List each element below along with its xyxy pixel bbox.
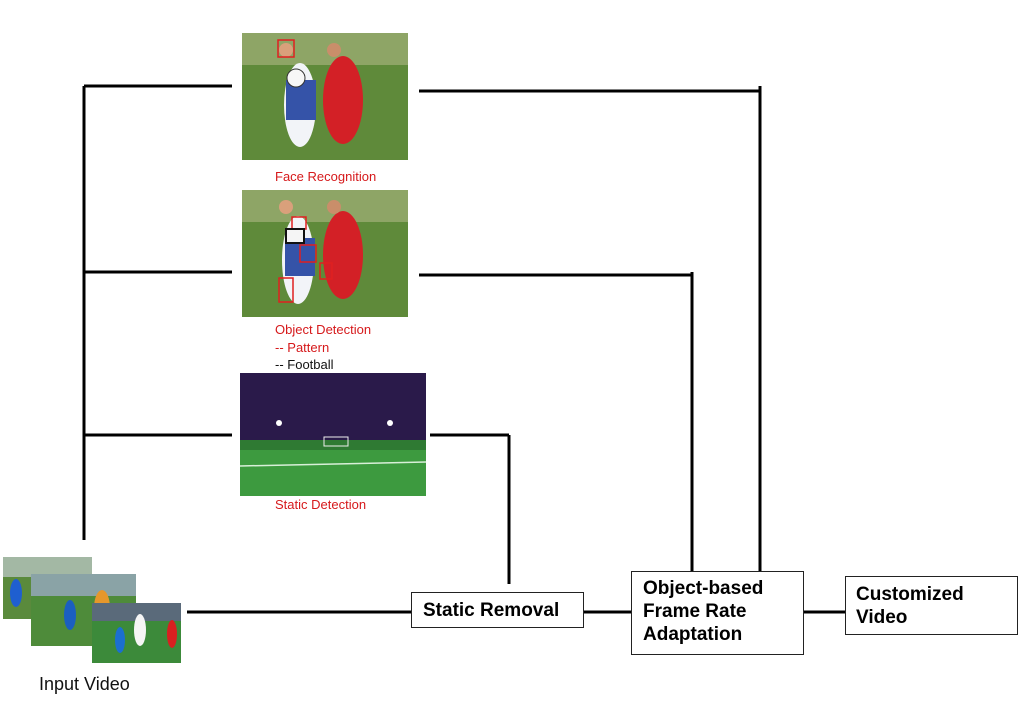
object-detection-image	[242, 190, 408, 317]
customized-line-2: Video	[856, 607, 908, 628]
frame-rate-line-2: Frame Rate	[643, 601, 747, 622]
object-detection-football-label: -- Football	[275, 357, 334, 372]
input-video-frames	[3, 557, 181, 663]
customized-line-1: Customized	[856, 584, 964, 605]
frame-rate-line-3: Adaptation	[643, 624, 743, 645]
customized-video-box: Customized Video	[845, 576, 1018, 635]
input-video-label: Input Video	[39, 674, 130, 694]
object-detection-pattern-label: -- Pattern	[275, 340, 330, 355]
static-detection-label: Static Detection	[275, 497, 367, 512]
face-recognition-label: Face Recognition	[275, 169, 377, 184]
connector-lines	[82, 84, 845, 614]
face-recognition-image	[242, 33, 408, 160]
static-removal-box: Static Removal	[411, 592, 584, 628]
frame-rate-adaptation-box: Object-based Frame Rate Adaptation	[631, 571, 804, 655]
frame-rate-line-1: Object-based	[643, 578, 764, 599]
static-removal-text: Static Removal	[423, 600, 560, 621]
object-detection-label: Object Detection	[275, 322, 372, 337]
input-frame-3	[92, 603, 181, 663]
static-detection-image	[239, 373, 427, 496]
